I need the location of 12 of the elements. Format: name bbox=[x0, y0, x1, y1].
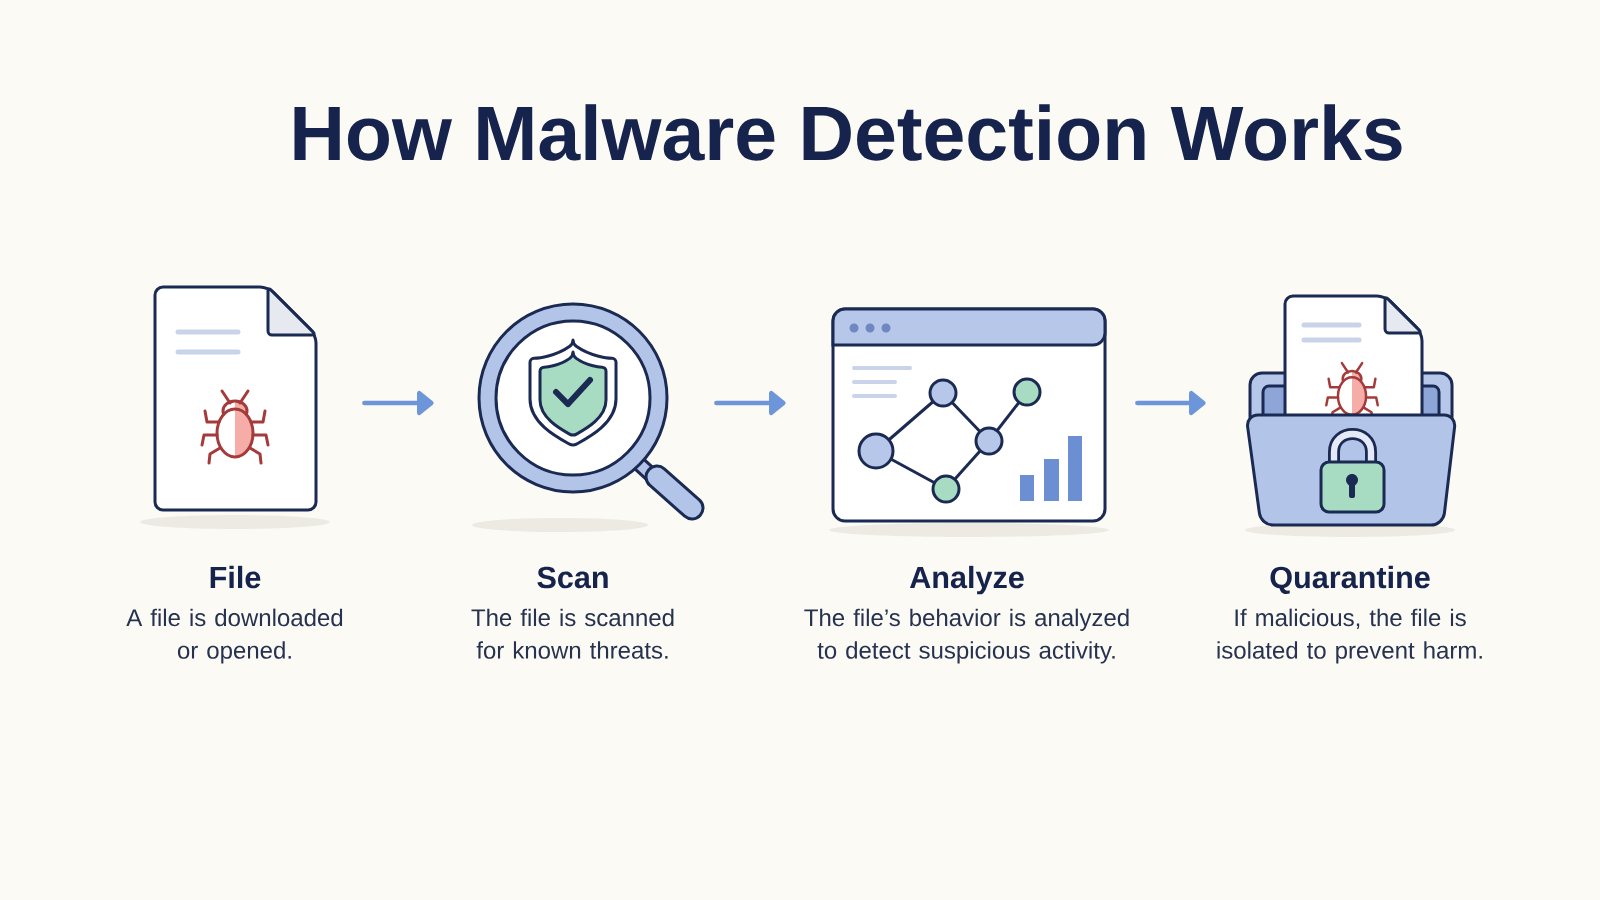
step-description: The file is scanned for known threats. bbox=[471, 608, 674, 659]
arrow bbox=[362, 390, 434, 416]
arrow bbox=[714, 390, 786, 416]
step-description: If malicious, the file is isolated to prevent harm. bbox=[1217, 608, 1482, 664]
step-title: File bbox=[210, 565, 261, 589]
step-description: The file’s behavior is analyzed to detect suspicious activity. bbox=[804, 608, 1129, 664]
step-description: A file is downloaded or opened. bbox=[126, 608, 343, 664]
arrow bbox=[1135, 390, 1206, 416]
step-title: Quarantine bbox=[1270, 565, 1430, 595]
step-title: Scan bbox=[537, 566, 608, 589]
title: How Malware Detection Works bbox=[294, 104, 1402, 161]
step-title: Analyze bbox=[909, 565, 1024, 595]
